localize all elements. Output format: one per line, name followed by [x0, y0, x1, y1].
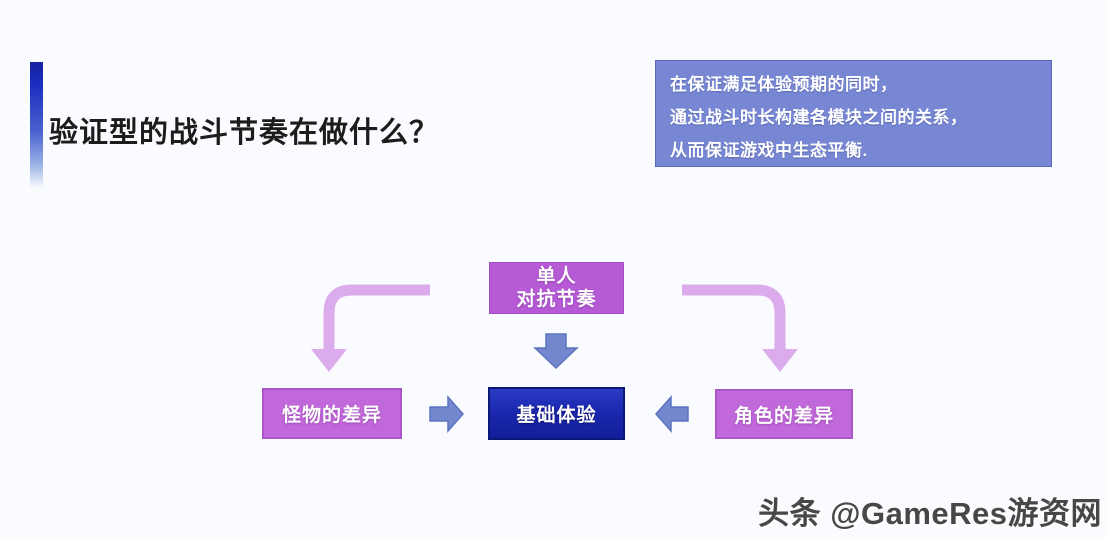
elbow-arrow-right-icon: [682, 284, 798, 372]
node-label: 怪物的差异: [281, 405, 382, 426]
title-accent-bar: [30, 62, 43, 188]
diagram-node-single-rhythm: 单人 对抗节奏: [489, 262, 624, 314]
watermark: 头条 @GameRes游资网: [758, 496, 1102, 531]
left-arrow-icon: [654, 395, 689, 433]
diagram-node-monster-diff: 怪物的差异: [262, 388, 402, 439]
info-line: 通过战斗时长构建各模块之间的关系，: [670, 108, 968, 127]
node-label: 角色的差异: [733, 405, 834, 427]
right-arrow-icon: [429, 395, 465, 433]
node-label-line: 对抗节奏: [516, 289, 597, 310]
elbow-arrow-left-icon: [311, 284, 430, 372]
diagram-node-character-diff: 角色的差异: [715, 389, 853, 439]
page-title: 验证型的战斗节奏在做什么？: [49, 117, 440, 149]
down-arrow-icon: [533, 333, 579, 370]
info-box: 在保证满足体验预期的同时， 通过战斗时长构建各模块之间的关系， 从而保证游戏中生…: [655, 60, 1052, 167]
info-line: 在保证满足体验预期的同时，: [670, 75, 898, 94]
diagram-node-base-experience: 基础体验: [488, 387, 625, 440]
info-line: 从而保证游戏中生态平衡.: [670, 141, 868, 160]
node-label-line: 单人: [536, 266, 577, 287]
node-label: 基础体验: [516, 405, 597, 426]
